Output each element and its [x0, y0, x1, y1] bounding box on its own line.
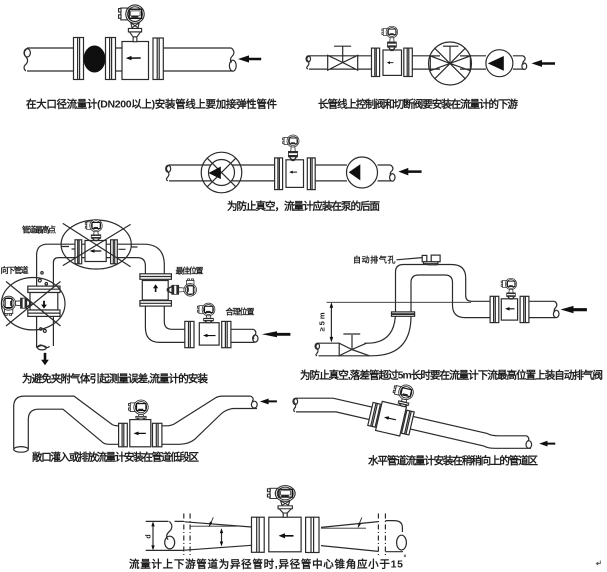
svg-text:在大口径流量计(DN200以上)安装管线上要加接弹性管件: 在大口径流量计(DN200以上)安装管线上要加接弹性管件 [26, 98, 278, 111]
svg-text:流量计上下游管道为异径管时,异径管中心锥角应小于15: 流量计上下游管道为异径管时,异径管中心锥角应小于15 [129, 558, 403, 571]
svg-text:水平管道流量计安装在稍稍向上的管道区: 水平管道流量计安装在稍稍向上的管道区 [367, 454, 539, 467]
svg-text:为防止真空，流量计应装在泵的后面: 为防止真空，流量计应装在泵的后面 [227, 200, 381, 213]
svg-text:d: d [146, 534, 153, 538]
svg-text:长管线上控制阀和切断阀要安装在流量计的下游: 长管线上控制阀和切断阀要安装在流量计的下游 [318, 98, 519, 111]
svg-text:向下管道: 向下管道 [1, 265, 29, 275]
svg-text:为避免夹附气体引起测量误差,流量计的安装: 为避免夹附气体引起测量误差,流量计的安装 [22, 372, 209, 385]
svg-text:°: ° [404, 554, 407, 562]
svg-text:合理位置: 合理位置 [225, 307, 255, 317]
svg-text:为防止真空,落差管超过5m长时要在流量计下流最高位置上装自动: 为防止真空,落差管超过5m长时要在流量计下流最高位置上装自动排气阀 [300, 369, 603, 382]
svg-text:≥5m: ≥5m [318, 312, 327, 331]
svg-text:敞口灌入或排放流量计安装在管道低段区: 敞口灌入或排放流量计安装在管道低段区 [32, 451, 200, 464]
svg-text:最佳位置: 最佳位置 [176, 266, 204, 276]
svg-text:自动排气孔: 自动排气孔 [353, 255, 396, 265]
svg-text:管道最高点: 管道最高点 [22, 225, 56, 235]
